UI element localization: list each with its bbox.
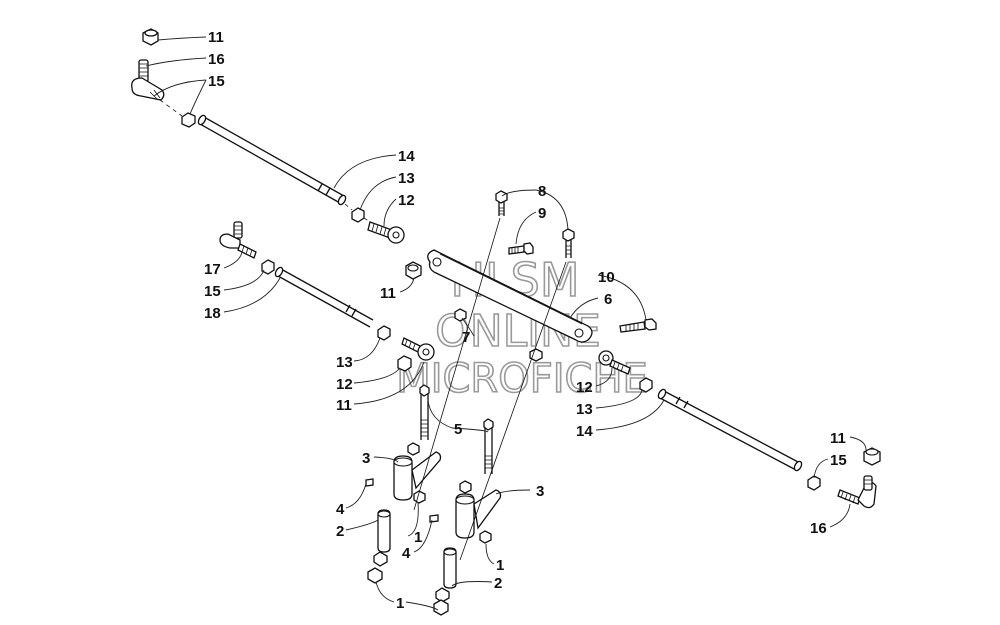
leader-lines (145, 36, 867, 611)
steering-arm-3-left (393, 451, 442, 501)
callout-5: 5 (454, 421, 462, 438)
callout-3: 3 (536, 483, 544, 500)
inner-tie-rod-end-12-upper (367, 221, 405, 244)
callout-4: 4 (336, 501, 345, 518)
callout-8: 8 (538, 183, 546, 200)
callout-12: 12 (576, 379, 593, 396)
nut-11-right (863, 447, 881, 466)
callout-6: 6 (604, 291, 612, 308)
callout-2: 2 (494, 575, 502, 592)
washer-right-top (459, 480, 472, 494)
washer-right-bottom (435, 587, 450, 603)
bolt-9 (508, 242, 534, 255)
callout-11: 11 (830, 430, 846, 447)
tie-rod-end-17 (219, 221, 257, 259)
callout-12: 12 (398, 192, 415, 209)
nut-7 (454, 308, 467, 322)
jam-nut-15-lower-left (261, 259, 275, 275)
callout-numbers: 11 16 15 14 13 12 8 9 10 6 7 17 15 18 11… (204, 29, 847, 612)
callout-16: 16 (810, 520, 827, 537)
bolt-8 (495, 190, 508, 216)
lower-left-tie-rod-assembly (219, 221, 435, 372)
jam-nut-13-upper (351, 207, 365, 223)
right-tie-rod-assembly (598, 350, 881, 509)
callout-11: 11 (208, 29, 224, 46)
left-spindle-assembly (365, 384, 442, 584)
grease-fitting-4-left (365, 478, 374, 487)
nut-11-center (405, 261, 422, 280)
jam-nut-15-top-left (181, 112, 196, 128)
callout-15: 15 (204, 283, 221, 300)
nut-11-top-left (142, 28, 159, 46)
callout-17: 17 (204, 261, 221, 278)
nut-1-left-bottom (367, 567, 383, 584)
tie-rod-end-16-right (837, 475, 877, 509)
bushing-2-left (377, 509, 391, 553)
bolt-10 (619, 318, 657, 333)
callout-4: 4 (402, 545, 411, 562)
nut-1-right-bottom (433, 599, 449, 616)
jam-nut-15-right (807, 475, 821, 491)
bushing-2-right (443, 547, 457, 589)
callout-13: 13 (336, 354, 353, 371)
nut-11-lower-left (397, 355, 412, 372)
grease-fitting-4-right (429, 514, 439, 523)
washer-left-top (407, 442, 420, 456)
washer-left-bottom (373, 551, 388, 567)
callout-9: 9 (538, 205, 546, 222)
callout-11: 11 (336, 397, 352, 414)
callout-13: 13 (576, 401, 593, 418)
alignment-lines (413, 217, 567, 561)
callout-2: 2 (336, 523, 344, 540)
callout-13: 13 (398, 170, 415, 187)
nut-1-left-upper (413, 490, 426, 504)
steering-arm-3-right (455, 489, 502, 539)
callout-1: 1 (396, 595, 404, 612)
callout-3: 3 (362, 450, 370, 467)
callout-10: 10 (598, 269, 615, 286)
jam-nut-13-right (639, 377, 653, 393)
callout-15: 15 (830, 452, 847, 469)
tie-rod-tube-14-right (657, 388, 803, 472)
jam-nut-13-lower (377, 325, 391, 341)
tie-rod-tube-14-upper (197, 114, 347, 206)
inner-tie-rod-end-12-right (598, 350, 631, 375)
callout-1: 1 (496, 557, 504, 574)
center-link-6 (427, 249, 593, 343)
callout-11: 11 (380, 285, 396, 302)
right-spindle-assembly (429, 418, 502, 616)
callout-7: 7 (462, 329, 470, 346)
nut-1-right-upper (479, 530, 492, 544)
bolt-5-left (419, 384, 430, 440)
callout-14: 14 (398, 148, 415, 165)
tie-rod-tube-18 (274, 266, 374, 328)
bolt-5-right (483, 418, 494, 474)
callout-18: 18 (204, 305, 221, 322)
washer-center (529, 348, 543, 362)
callout-14: 14 (576, 423, 593, 440)
callout-15: 15 (208, 73, 225, 90)
callout-12: 12 (336, 376, 353, 393)
inner-tie-rod-end-12-lower (401, 337, 435, 361)
callout-1: 1 (414, 529, 422, 546)
callout-16: 16 (208, 51, 225, 68)
